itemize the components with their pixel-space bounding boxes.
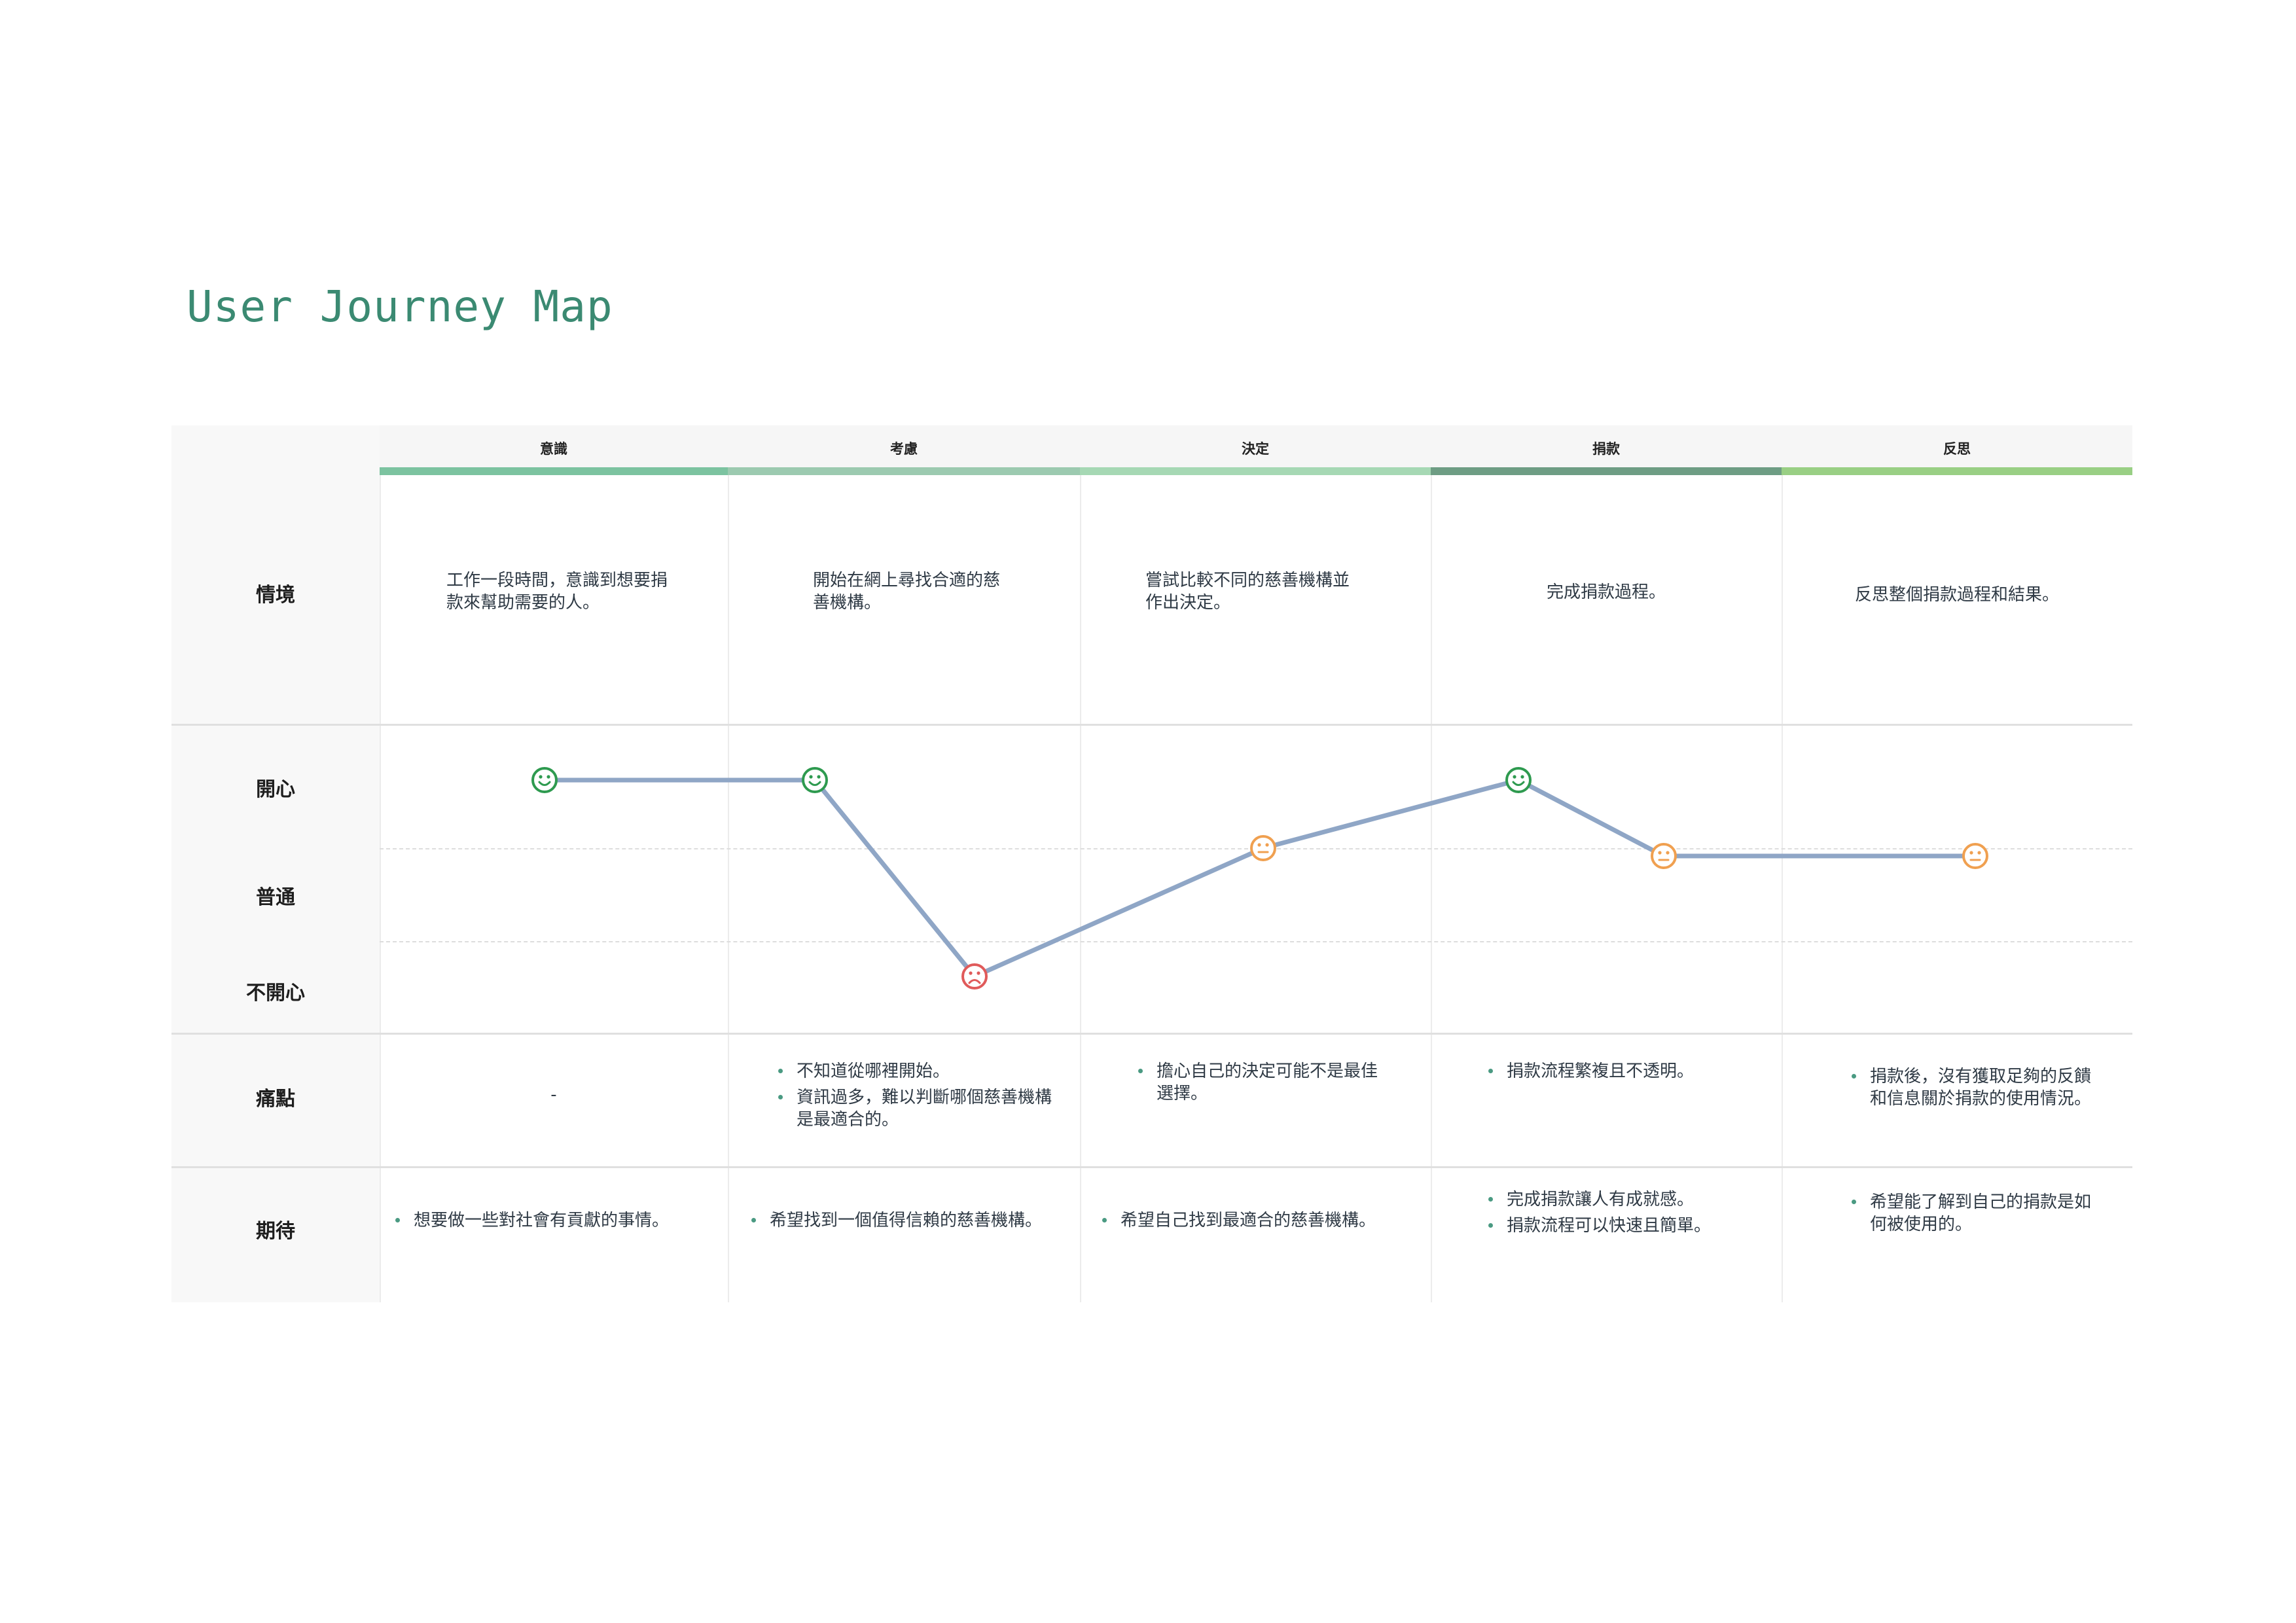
pain-cell: 捐款流程繁複且不透明。 <box>1487 1060 1762 1086</box>
page-title: User Journey Map <box>187 281 613 332</box>
scenario-cell: 反思整個捐款過程和結果。 <box>1854 585 2059 605</box>
bullet-item: 擔心自己的決定可能不是最佳選擇。 <box>1137 1060 1386 1105</box>
stage-bar-donation <box>1431 467 1782 475</box>
stage-bar-decision <box>1080 467 1431 475</box>
emotion-curve-chart <box>531 767 1988 990</box>
stage-bar-awareness <box>380 467 728 475</box>
emotion-gridline <box>380 941 2132 942</box>
expect-cell: 希望能了解到自己的捐款是如何被使用的。 <box>1850 1191 2106 1240</box>
stage-header-decision: 決定 <box>1080 425 1431 471</box>
bullet-item: 資訊過多，難以判斷哪個慈善機構是最適合的。 <box>777 1086 1052 1131</box>
scenario-cell: 工作一段時間，意識到想要捐款來幫助需要的人。 <box>446 571 668 613</box>
column-divider <box>380 425 381 1302</box>
stage-header-reflection: 反思 <box>1782 425 2132 471</box>
row-label-column <box>171 425 380 1302</box>
row-label-normal: 普通 <box>256 886 295 909</box>
bullet-item: 完成捐款讓人有成就感。 <box>1487 1188 1768 1211</box>
row-label-expect: 期待 <box>256 1220 295 1243</box>
bullet-item: 希望能了解到自己的捐款是如何被使用的。 <box>1850 1191 2106 1236</box>
bullet-item: 想要做一些對社會有貢獻的事情。 <box>394 1209 721 1232</box>
scenario-cell: 開始在網上尋找合適的慈善機構。 <box>813 571 1001 613</box>
column-divider <box>1431 425 1432 1302</box>
stage-header-awareness: 意識 <box>380 425 728 471</box>
column-divider <box>728 425 729 1302</box>
stage-bar-consideration <box>728 467 1080 475</box>
expect-cell: 希望自己找到最適合的慈善機構。 <box>1101 1209 1428 1236</box>
neutral-face-icon <box>1250 835 1276 861</box>
column-divider <box>1080 425 1081 1302</box>
bullet-item: 捐款流程繁複且不透明。 <box>1487 1060 1762 1082</box>
row-label-pain: 痛點 <box>256 1088 295 1111</box>
column-divider <box>1782 425 1783 1302</box>
happy-face-icon <box>531 767 558 793</box>
pain-empty: - <box>550 1085 557 1105</box>
stage-header-consideration: 考慮 <box>728 425 1080 471</box>
row-divider <box>171 1033 2132 1035</box>
neutral-face-icon <box>1651 843 1677 869</box>
row-label-scenario: 情境 <box>256 584 295 607</box>
bullet-item: 捐款後，沒有獲取足夠的反饋和信息關於捐款的使用情況。 <box>1850 1065 2099 1110</box>
row-label-happy: 開心 <box>256 778 295 801</box>
happy-face-icon <box>802 767 828 793</box>
expect-cell: 希望找到一個值得信賴的慈善機構。 <box>750 1209 1077 1236</box>
neutral-face-icon <box>1962 843 1988 869</box>
row-label-unhappy: 不開心 <box>246 982 305 1005</box>
expect-cell: 想要做一些對社會有貢獻的事情。 <box>394 1209 721 1236</box>
pain-cell: 不知道從哪裡開始。資訊過多，難以判斷哪個慈善機構是最適合的。 <box>777 1060 1052 1135</box>
bullet-item: 捐款流程可以快速且簡單。 <box>1487 1215 1768 1237</box>
bullet-item: 希望自己找到最適合的慈善機構。 <box>1101 1209 1428 1232</box>
stage-bar-reflection <box>1782 467 2132 475</box>
emotion-line <box>545 777 1975 979</box>
unhappy-face-icon <box>961 963 988 990</box>
expect-cell: 完成捐款讓人有成就感。捐款流程可以快速且簡單。 <box>1487 1188 1768 1241</box>
row-divider <box>171 1166 2132 1168</box>
happy-face-icon <box>1505 767 1532 793</box>
row-divider <box>171 724 2132 726</box>
stage-header-donation: 捐款 <box>1431 425 1782 471</box>
scenario-cell: 嘗試比較不同的慈善機構並作出決定。 <box>1145 571 1350 613</box>
bullet-item: 不知道從哪裡開始。 <box>777 1060 1052 1082</box>
scenario-cell: 完成捐款過程。 <box>1546 582 1666 602</box>
journey-map: 意識 考慮 決定 捐款 反思 情境 開心 普通 不開心 痛點 期待 工作一段時間… <box>171 425 2132 1302</box>
bullet-item: 希望找到一個值得信賴的慈善機構。 <box>750 1209 1077 1232</box>
pain-cell: 捐款後，沒有獲取足夠的反饋和信息關於捐款的使用情況。 <box>1850 1065 2099 1114</box>
pain-cell: 擔心自己的決定可能不是最佳選擇。 <box>1137 1060 1386 1109</box>
